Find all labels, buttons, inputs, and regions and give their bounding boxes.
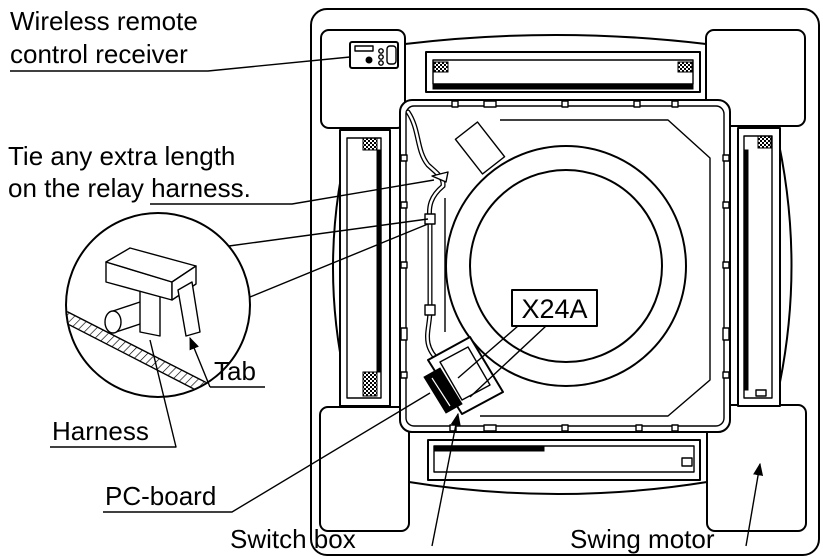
mounting-hole [722, 371, 730, 379]
mounting-hole [722, 327, 730, 341]
louver-end-mark [433, 61, 449, 73]
switch-box-inner [439, 346, 491, 401]
panel-edge-curve-top [404, 34, 707, 45]
louver-strip [432, 84, 694, 90]
leader-tie [150, 179, 435, 205]
louver-strip [743, 149, 749, 391]
mounting-hole [671, 424, 679, 432]
label-swing-motor: Swing motor [570, 524, 715, 554]
switch-box [423, 336, 504, 415]
label-harness: Harness [52, 416, 149, 446]
louver-end-mark [362, 137, 378, 151]
harness-tie [431, 171, 449, 183]
louver-top [425, 51, 701, 93]
harness-clip [424, 304, 436, 316]
corner-pad-top-right [705, 29, 806, 127]
body-outline [399, 99, 731, 433]
label-pc-board: PC-board [105, 481, 216, 511]
louver-end-mark [681, 457, 693, 467]
leader-switch-box [431, 412, 461, 547]
panel-edge-curve-bottom [408, 481, 708, 495]
connector-leader [469, 325, 547, 398]
receiver-led [378, 60, 384, 66]
louver-right [737, 127, 781, 407]
mounting-hole [561, 424, 569, 432]
connector-label: X24A [521, 294, 587, 324]
louver-blade [743, 135, 773, 399]
louver-end-mark [362, 371, 378, 397]
connector-label-box [511, 289, 598, 327]
mounting-hole [451, 100, 459, 108]
louver-bottom [427, 439, 701, 481]
receiver-led [378, 54, 384, 60]
louver-end-mark [755, 389, 767, 397]
label-switch-box: Switch box [230, 524, 356, 554]
label-tie-line1: Tie any extra length [8, 141, 235, 171]
louver-blade [432, 59, 694, 85]
louver-left [339, 129, 391, 407]
label-receiver-line2: control receiver [10, 39, 188, 69]
connector-leader [457, 325, 519, 379]
label-tie-line2: on the relay harness. [8, 173, 251, 203]
leader-tab [189, 336, 211, 388]
louver-strip [433, 445, 545, 452]
surface-edge [67, 319, 249, 396]
receiver-window [354, 45, 374, 52]
receiver-led [378, 48, 384, 54]
clip-stem [139, 289, 161, 337]
mounting-hole [483, 424, 497, 432]
leader-pc-board [103, 392, 431, 513]
louver-end-mark [677, 61, 693, 73]
mounting-hole [722, 201, 730, 209]
mounting-hole [400, 261, 408, 269]
connector-callout: X24A [457, 289, 598, 398]
inner-tab-piece [454, 121, 506, 175]
leader-receiver [10, 56, 351, 72]
fan-opening-inner [469, 169, 663, 363]
labels: Wireless remote control receiver Tie any… [8, 6, 764, 554]
magnifier-leader [249, 223, 429, 298]
pc-board-detail [431, 377, 451, 407]
mounting-hole [400, 371, 408, 379]
mounting-hole [400, 327, 408, 341]
mounting-hole [561, 100, 569, 108]
panel-edge-curve-right [774, 125, 793, 406]
mounting-holes [400, 100, 730, 432]
relay-harness [405, 109, 449, 365]
fan-opening-outer [445, 145, 687, 387]
label-tab: Tab [214, 356, 256, 386]
louver-blade [346, 137, 382, 399]
mounting-hole [400, 154, 408, 162]
receiver-sensor [386, 45, 397, 65]
mounting-hole [400, 201, 408, 209]
harness-rod-end [104, 310, 122, 334]
label-receiver-line1: Wireless remote [10, 6, 198, 36]
leader-swing-motor [745, 462, 764, 547]
corner-pad-bottom-left [319, 406, 410, 532]
receiver-lamp [365, 56, 373, 64]
harness-wire-core [406, 110, 445, 364]
inner-panel-outline [444, 119, 711, 417]
mounting-hole [633, 100, 641, 108]
mounting-hole [722, 261, 730, 269]
unit-body [399, 99, 731, 433]
mounting-hole [722, 154, 730, 162]
louver-strip [376, 149, 382, 373]
clip-tab [177, 281, 201, 337]
magnifier-leader [228, 218, 429, 247]
mounting-hole [671, 100, 679, 108]
louver-end-mark [757, 135, 772, 149]
leader-harness [50, 339, 177, 448]
mounting-hole [483, 100, 497, 108]
mounting-hole [635, 424, 643, 432]
wireless-receiver [349, 41, 399, 69]
